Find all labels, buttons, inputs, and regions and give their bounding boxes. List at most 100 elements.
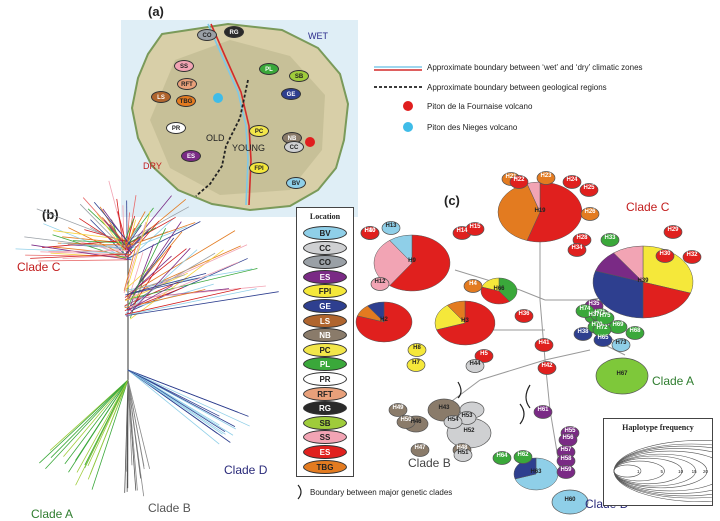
haplotype-label-h71: H71 <box>594 310 606 316</box>
haplotype-label-h39: H39 <box>637 278 649 284</box>
location-key-es: ES <box>303 269 347 284</box>
tree-branch-right <box>126 285 266 300</box>
location-key-ge: GE <box>303 299 347 313</box>
tree-branch-clade-b <box>127 379 145 497</box>
tree-branch-right <box>123 221 147 293</box>
haplotype-h59-node <box>556 465 576 479</box>
tree-branch-clade-b <box>127 379 145 470</box>
tree-branch-right <box>128 252 144 298</box>
tree-branch-clade-a <box>63 379 129 457</box>
haplotype-label-h56: H56 <box>562 435 574 441</box>
frequency-ellipse-80 <box>613 439 712 503</box>
network-clade-a-label: Clade A <box>652 374 695 388</box>
haplotype-h44-node <box>465 359 485 373</box>
haplotype-h73-node <box>611 338 631 352</box>
haplotype-label-h19: H19 <box>534 208 546 214</box>
tree-branch-clade-c <box>126 222 196 248</box>
haplotype-h38-node <box>573 327 593 341</box>
haplotype-h32-node <box>682 250 702 264</box>
panel-a-label: (a) <box>148 4 164 19</box>
haplotype-h66 <box>480 277 518 305</box>
tree-branch-right <box>124 288 241 315</box>
legend-nieges: Piton des Nieges volcano <box>427 123 518 132</box>
haplotype-label-h13: H13 <box>385 223 397 229</box>
tree-branch-clade-c <box>68 227 124 256</box>
tree-branch-clade-a <box>87 379 129 480</box>
geological-boundary <box>195 79 249 197</box>
tree-branch-clade-c <box>38 259 128 262</box>
haplotype-label-h50: H50 <box>400 417 412 423</box>
map-site-sb: SB <box>289 70 309 82</box>
haplotype-label-h30: H30 <box>659 251 671 257</box>
haplotype-h26-node <box>580 207 600 221</box>
haplotype-label-h41: H41 <box>538 340 550 346</box>
piton-fournaise-marker <box>305 137 315 147</box>
haplotype-h8-node <box>407 343 427 357</box>
haplotype-h75-node <box>595 311 615 325</box>
haplotype-label-h36: H36 <box>518 311 530 317</box>
map-site-fpi: FPI <box>249 162 269 174</box>
map-site-ls: LS <box>151 91 171 103</box>
haplotype-h9 <box>373 234 451 292</box>
tree-branch-clade-c <box>108 180 126 242</box>
haplotype-label-h66: H66 <box>493 286 505 292</box>
haplotype-h62-node <box>513 450 533 464</box>
tree-branch-clade-c <box>57 242 128 246</box>
haplotype-h74-node <box>575 304 595 318</box>
map-site-es: ES <box>181 150 201 162</box>
haplotype-h7-node <box>406 358 426 372</box>
tree-branch-clade-b <box>127 379 133 466</box>
haplotype-label-h65: H65 <box>597 335 609 341</box>
tree-branch-clade-c <box>116 198 124 247</box>
haplotype-h54-node <box>443 415 463 429</box>
clade-boundary-bracket <box>519 403 525 425</box>
tree-branch-clade-c <box>125 212 130 260</box>
tree-branch-right <box>127 274 185 293</box>
haplotype-h12-node <box>370 277 390 291</box>
haplotype-label-h2: H2 <box>380 317 388 323</box>
tree-branch-clade-a <box>68 379 129 473</box>
haplotype-h30-node <box>655 249 675 263</box>
panel-c-label: (c) <box>444 193 460 208</box>
haplotype-label-h60: H60 <box>564 497 576 503</box>
haplotype-label-h40: H40 <box>364 228 376 234</box>
tree-branch-clade-b <box>127 379 138 491</box>
haplotype-h51-node <box>453 448 473 462</box>
location-key-co: CO <box>303 255 347 270</box>
haplotype-h36-node <box>514 309 534 323</box>
map-site-ss: SS <box>174 60 194 72</box>
haplotype-label-h24: H24 <box>566 177 578 183</box>
location-key-tbg: TBG <box>303 459 347 474</box>
haplotype-h47-node <box>410 443 430 457</box>
location-key-pr: PR <box>303 372 347 386</box>
haplotype-label-h58: H58 <box>560 456 572 462</box>
frequency-key-title: Haplotype frequency <box>622 423 694 432</box>
haplotype-h4-node <box>463 279 483 293</box>
haplotype-h49-node <box>388 403 408 417</box>
frequency-ellipse-10 <box>613 457 683 485</box>
tree-branch-clade-a <box>39 379 129 464</box>
haplotype-h68-node <box>625 326 645 340</box>
haplotype-label-h46: H46 <box>410 419 422 425</box>
tree-branch-right <box>125 272 188 302</box>
tree-branch-right <box>125 249 198 314</box>
haplotype-label-h73: H73 <box>615 340 627 346</box>
tree-branch-clade-d <box>127 369 220 445</box>
haplotype-h42-node <box>537 361 557 375</box>
haplotype-label-h33: H33 <box>604 235 616 241</box>
haplotype-label-h55: H55 <box>564 428 576 434</box>
piton-nieges-marker <box>213 93 223 103</box>
haplotype-label-h26: H26 <box>584 209 596 215</box>
tree-branch-clade-c <box>40 251 125 255</box>
haplotype-h19 <box>497 181 583 243</box>
tree-branch-clade-c <box>127 220 160 258</box>
haplotype-label-h22: H22 <box>513 177 525 183</box>
tree-branch-right <box>129 249 224 320</box>
haplotype-label-h51: H51 <box>457 450 469 456</box>
tree-branch-right <box>128 272 207 294</box>
haplotype-label-h8: H8 <box>413 345 421 351</box>
tree-branch-clade-c <box>128 218 174 261</box>
tree-branch-clade-c <box>104 219 133 254</box>
haplotype-label-h49: H49 <box>392 405 404 411</box>
